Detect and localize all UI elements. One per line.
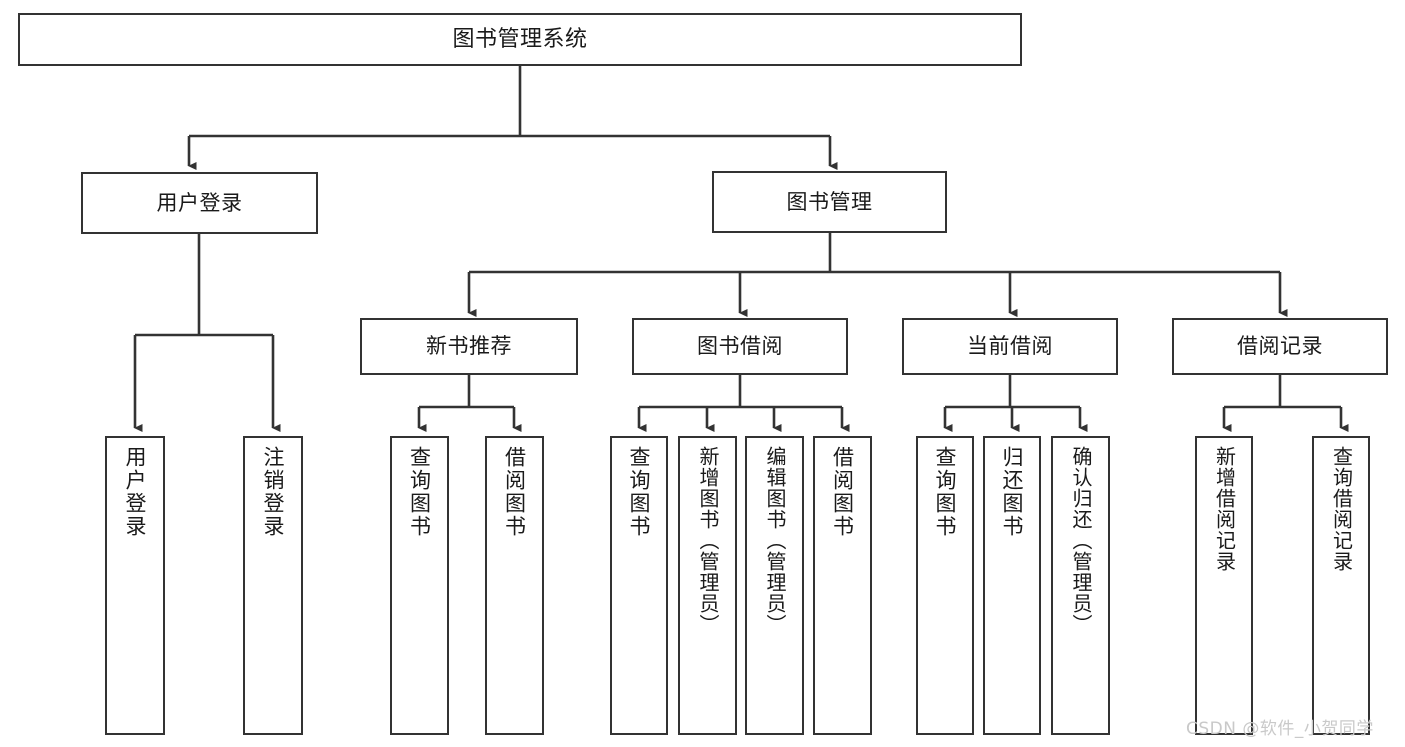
node-book-borrow[interactable]: 图书借阅: [632, 318, 848, 375]
node-label: 用户登录: [156, 190, 243, 215]
node-current-borrow[interactable]: 当前借阅: [902, 318, 1118, 375]
node-new-book-recommend[interactable]: 新书推荐: [360, 318, 578, 375]
leaf-borrow-record-add[interactable]: 新增借阅记录: [1195, 436, 1253, 735]
leaf-user-login-login[interactable]: 用户登录: [105, 436, 165, 735]
leaf-book-borrow-edit-admin[interactable]: 编辑图书（管理员）: [745, 436, 804, 735]
node-label: 注销登录: [261, 446, 286, 538]
leaf-book-borrow-borrow[interactable]: 借阅图书: [813, 436, 872, 735]
leaf-book-borrow-add-admin[interactable]: 新增图书（管理员）: [678, 436, 737, 735]
leaf-new-book-borrow[interactable]: 借阅图书: [485, 436, 544, 735]
leaf-new-book-query[interactable]: 查询图书: [390, 436, 449, 735]
node-label: 借阅记录: [1237, 334, 1323, 359]
node-label: 用户登录: [123, 446, 148, 538]
leaf-current-borrow-return[interactable]: 归还图书: [983, 436, 1041, 735]
node-label: 新增借阅记录: [1212, 446, 1237, 572]
leaf-borrow-record-query[interactable]: 查询借阅记录: [1312, 436, 1370, 735]
leaf-current-borrow-query[interactable]: 查询图书: [916, 436, 974, 735]
node-label: 图书管理系统: [452, 26, 588, 52]
node-book-management[interactable]: 图书管理: [712, 171, 947, 233]
node-label: 查询借阅记录: [1329, 446, 1354, 572]
node-label: 编辑图书（管理员）: [763, 446, 787, 635]
node-user-login[interactable]: 用户登录: [81, 172, 318, 234]
node-label: 归还图书: [1000, 446, 1025, 538]
node-label: 图书借阅: [697, 334, 783, 359]
node-borrow-record[interactable]: 借阅记录: [1172, 318, 1388, 375]
node-label: 新增图书（管理员）: [696, 446, 720, 635]
node-label: 查询图书: [933, 446, 958, 538]
node-root-book-management-system[interactable]: 图书管理系统: [18, 13, 1022, 66]
node-label: 查询图书: [627, 446, 652, 538]
node-label: 确认归还（管理员）: [1069, 446, 1093, 635]
leaf-book-borrow-query[interactable]: 查询图书: [610, 436, 668, 735]
node-label: 借阅图书: [502, 446, 527, 538]
node-label: 新书推荐: [426, 334, 512, 359]
node-label: 查询图书: [407, 446, 432, 538]
leaf-current-borrow-confirm-return-admin[interactable]: 确认归还（管理员）: [1051, 436, 1110, 735]
leaf-user-login-logout[interactable]: 注销登录: [243, 436, 303, 735]
node-label: 当前借阅: [967, 334, 1053, 359]
node-label: 图书管理: [786, 189, 873, 214]
node-label: 借阅图书: [830, 446, 855, 538]
csdn-watermark: CSDN @软件_小贺同学: [1186, 719, 1374, 739]
